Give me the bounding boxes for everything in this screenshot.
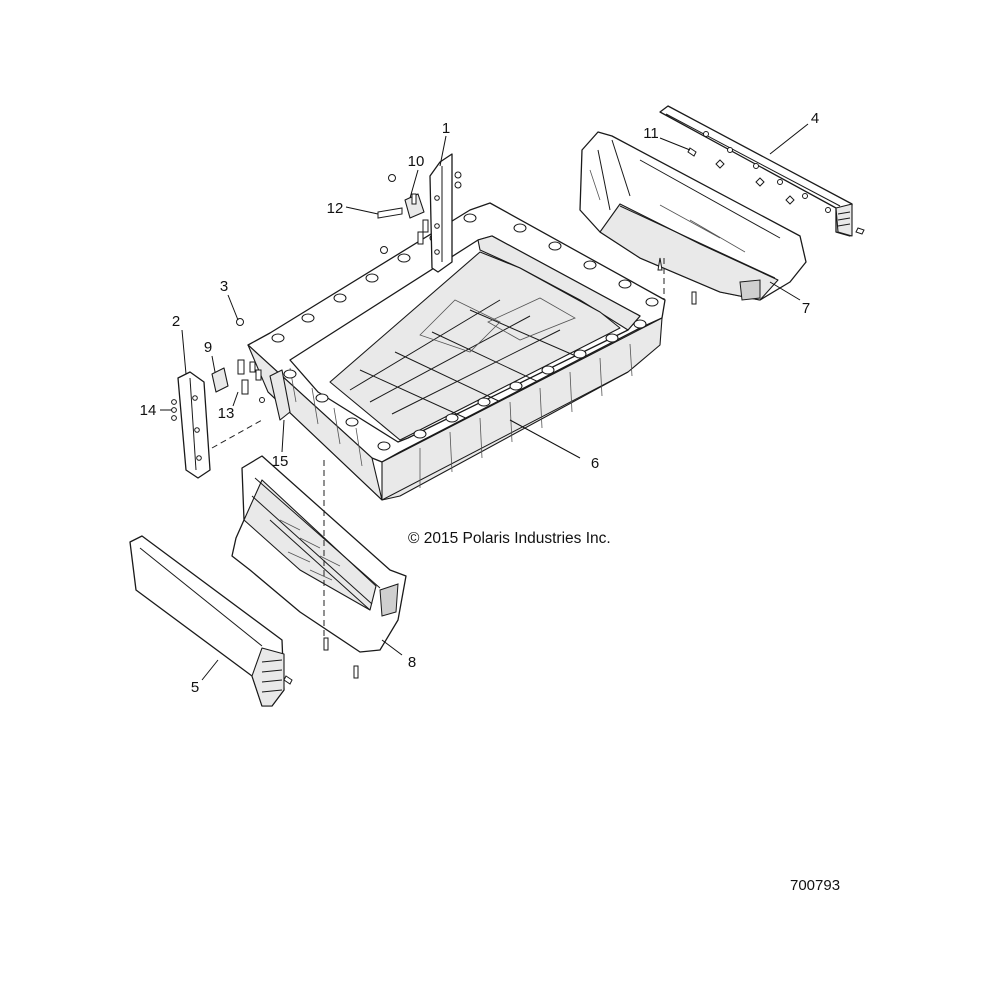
callout-labels: 1 2 3 4 5 6 7 8 9 10 11 12 13 14 15 <box>140 110 820 696</box>
alignment-lines <box>211 258 665 640</box>
copyright-notice: © 2015 Polaris Industries Inc. <box>408 530 611 547</box>
callout-2: 2 <box>172 313 180 330</box>
figure-number: 700793 <box>790 877 840 894</box>
tailgate-inner-8 <box>231 455 407 679</box>
corner-post-15 <box>269 369 291 421</box>
callout-10: 10 <box>408 153 425 170</box>
leader-lines <box>160 123 809 681</box>
tailgate-outer-5 <box>129 535 293 707</box>
cargo-box-tub <box>247 202 666 501</box>
callout-13: 13 <box>218 405 235 422</box>
callout-4: 4 <box>811 110 819 127</box>
callout-9: 9 <box>204 339 212 356</box>
callout-3: 3 <box>220 278 228 295</box>
callout-8: 8 <box>408 654 416 671</box>
callout-7: 7 <box>802 300 810 317</box>
callout-5: 5 <box>191 679 199 696</box>
bracket-1 <box>377 153 462 273</box>
callout-6: 6 <box>591 455 599 472</box>
callout-11: 11 <box>643 125 659 142</box>
callout-14: 14 <box>140 402 157 419</box>
bolt-12 <box>377 207 403 219</box>
clip-9 <box>211 367 229 393</box>
callout-12: 12 <box>327 200 344 217</box>
rail-strip-4 <box>659 105 865 237</box>
front-panel-7 <box>579 131 807 305</box>
callout-15: 15 <box>272 453 289 470</box>
bracket-2 <box>171 318 265 479</box>
callout-1: 1 <box>442 120 450 137</box>
